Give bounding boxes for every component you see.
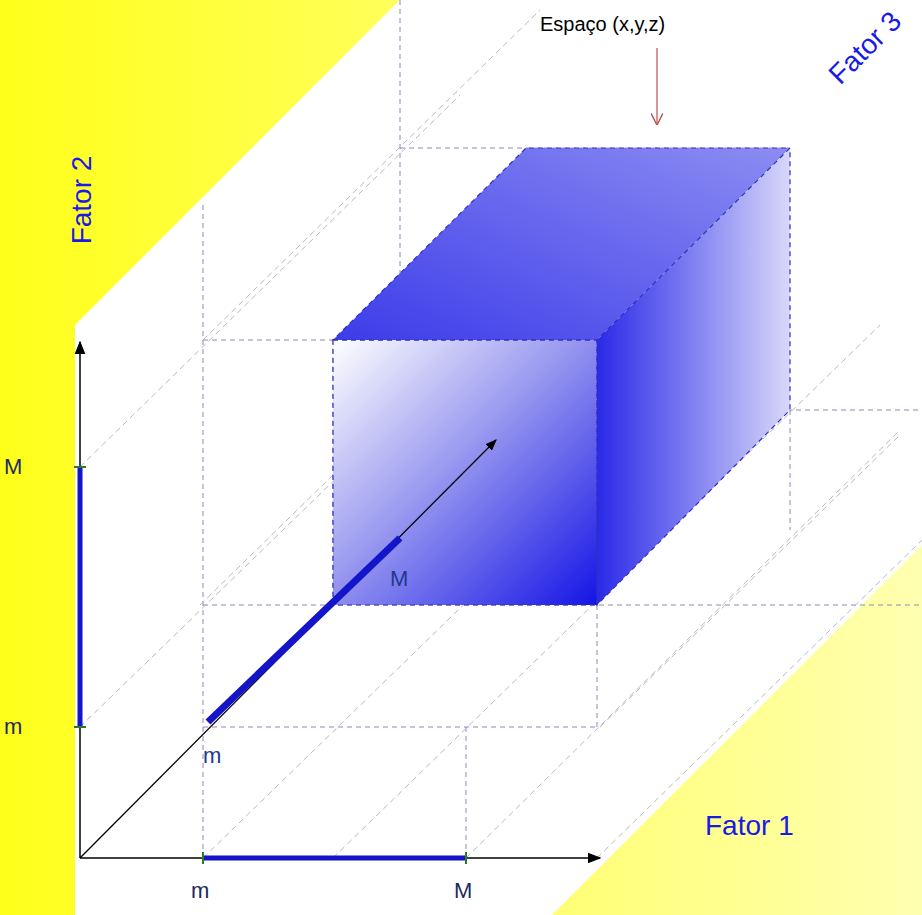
axis-z [80, 440, 496, 858]
white-plane [75, 0, 922, 915]
axis-x [80, 857, 600, 859]
range-y [78, 467, 83, 727]
axis-min: m [203, 745, 221, 767]
space-label: Espaço (x,y,z) [540, 14, 665, 34]
cube-side [597, 148, 790, 605]
axis-title: Fator 2 [68, 156, 96, 245]
axis-max: M [454, 880, 472, 902]
pointer-arrow [656, 48, 657, 124]
axis-max: M [4, 456, 22, 478]
axis-max: M [390, 568, 408, 590]
axis-min: m [191, 880, 209, 902]
depth-lines [80, 10, 922, 858]
axis-y [79, 342, 81, 858]
axis-title: Fator 1 [705, 812, 794, 840]
axis-min: m [4, 716, 22, 738]
range-x [203, 856, 466, 861]
guide-lines [203, 0, 922, 858]
range-z [208, 538, 400, 722]
